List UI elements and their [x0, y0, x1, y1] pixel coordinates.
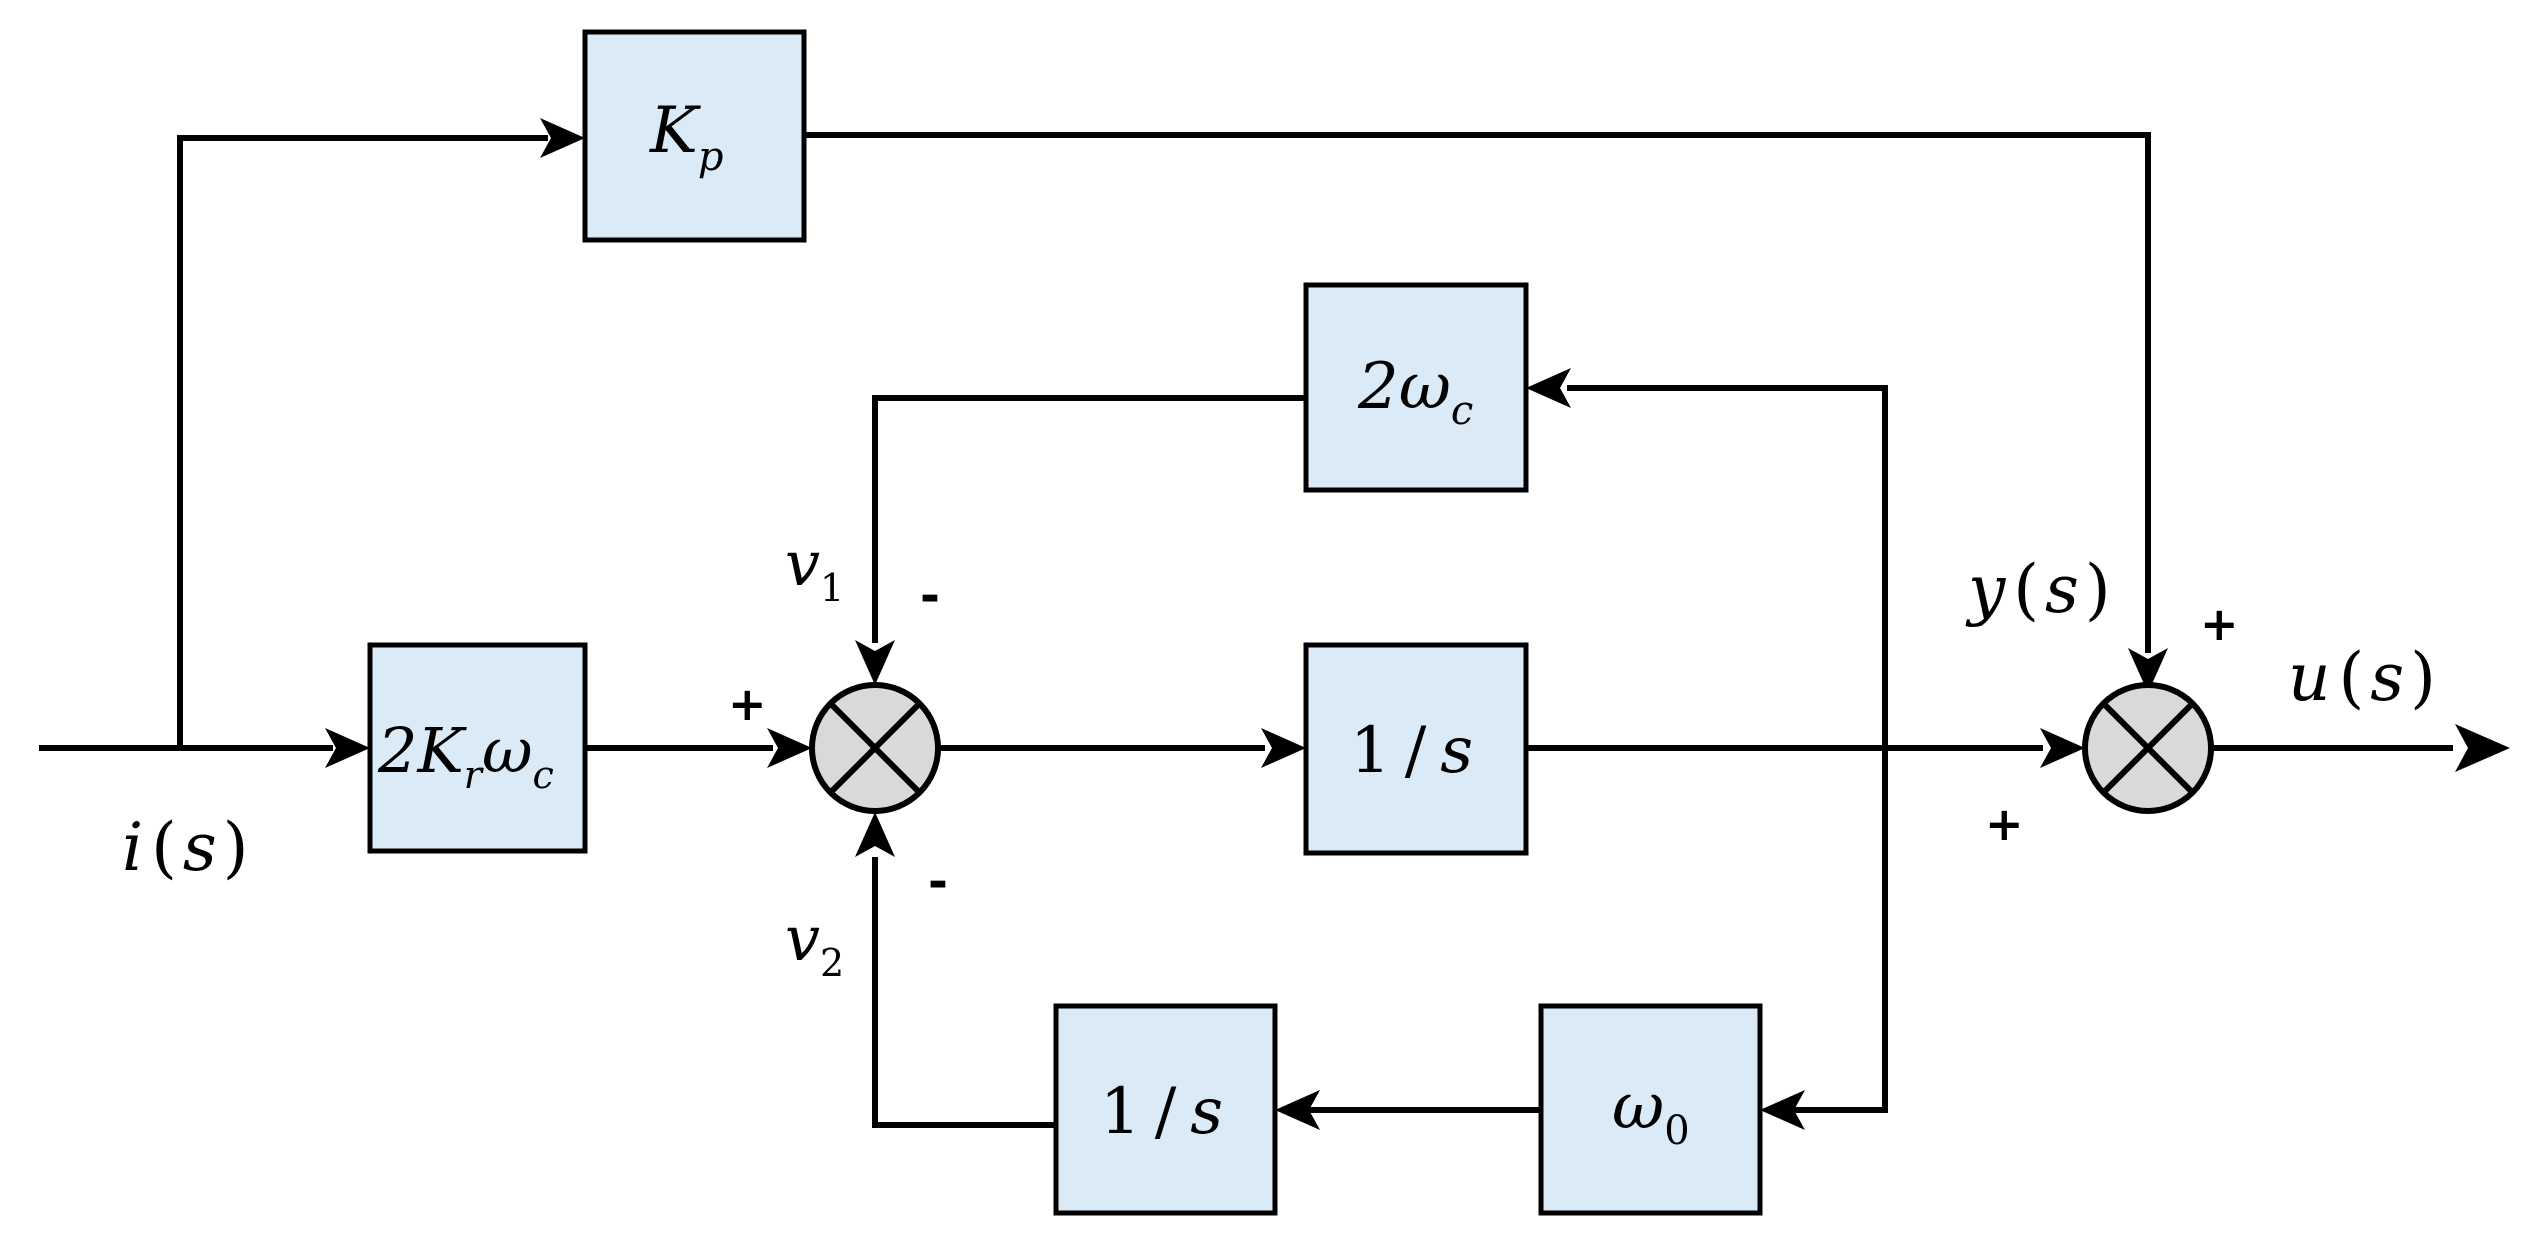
- block-2wc: 2ωc: [1303, 282, 1529, 493]
- sign-sum1-top: -: [920, 568, 940, 624]
- block-kp-rect: [582, 29, 807, 243]
- arrow-into-sum1-bottom: [855, 812, 895, 857]
- integrator-feedback-var: s: [1190, 1075, 1223, 1149]
- block-w0: ω0: [1538, 1003, 1763, 1216]
- arrowheads: [325, 118, 2510, 1130]
- summing-junction-2: [2082, 682, 2214, 814]
- signal-input-label: i(s): [122, 809, 248, 886]
- signal-v2-label: v2: [785, 902, 844, 985]
- integrator-main-num: 1: [1350, 714, 1391, 788]
- svg-text:1/s: 1/s: [1350, 714, 1473, 788]
- svg-text:ω0: ω0: [1612, 1070, 1690, 1154]
- arrow-into-sum1-left: [767, 728, 812, 768]
- wire-2wc-to-sum1: [872, 395, 1309, 643]
- signal-v1-label: v1: [785, 527, 844, 610]
- integrator-feedback-num: 1: [1100, 1075, 1141, 1149]
- arrow-into-sum2-left: [2040, 728, 2085, 768]
- two-omega-c-sub: c: [1451, 388, 1473, 434]
- wire-kp-to-sum2: [801, 132, 2151, 653]
- omega-0-main: ω: [1612, 1070, 1664, 1144]
- arrow-into-sum1-top: [855, 640, 895, 685]
- arrow-into-feedback-integrator: [1275, 1090, 1320, 1130]
- block-integrator-main: 1/s: [1303, 642, 1529, 856]
- wire-integrator-to-sum1: [872, 857, 1059, 1128]
- sign-sum1-bottom: -: [928, 854, 948, 910]
- block-2wc-rect: [1303, 282, 1529, 493]
- integrator-main-var: s: [1440, 714, 1473, 788]
- summing-junction-1: [809, 682, 941, 814]
- gain-lead: 2K: [377, 714, 467, 787]
- gain-sub2: c: [533, 753, 554, 797]
- two-omega-c-lead: 2ω: [1357, 350, 1451, 424]
- gain-sub1: r: [464, 753, 485, 797]
- integrator-feedback-slash: /: [1155, 1075, 1177, 1149]
- omega-0-sub: 0: [1664, 1108, 1689, 1154]
- kp-main: K: [649, 94, 701, 168]
- kp-sub: p: [698, 134, 724, 180]
- signal-output-label: u(s): [2288, 639, 2436, 716]
- wire-branch-to-kp: [177, 135, 548, 751]
- svg-text:1/s: 1/s: [1100, 1075, 1223, 1149]
- block-integrator-feedback: 1/s: [1053, 1003, 1278, 1216]
- block-kp: Kp: [582, 29, 807, 243]
- sign-sum2-top: +: [2200, 597, 2239, 651]
- svg-text:2ωc: 2ωc: [1357, 350, 1473, 434]
- arrow-into-2wc: [1526, 368, 1571, 408]
- block-gain-rect: [367, 642, 588, 854]
- svg-text:Kp: Kp: [649, 94, 723, 180]
- integrator-main-slash: /: [1405, 714, 1427, 788]
- arrow-into-sum2-top: [2128, 648, 2168, 693]
- signal-y-label: y(s): [1965, 551, 2111, 628]
- block-integrator-main-rect: [1303, 642, 1529, 856]
- block-w0-rect: [1538, 1003, 1763, 1216]
- arrow-into-integrator: [1261, 728, 1306, 768]
- arrow-into-gain: [325, 728, 370, 768]
- sign-sum2-left: +: [1985, 797, 2024, 851]
- arrow-output: [2455, 724, 2510, 772]
- svg-text:2Krωc: 2Krωc: [377, 714, 554, 797]
- wires: [39, 132, 2453, 1128]
- block-integrator-feedback-rect: [1053, 1003, 1278, 1216]
- gain-mid: ω: [482, 714, 533, 787]
- block-gain: 2Krωc: [367, 642, 588, 854]
- sign-sum1-left: +: [728, 677, 767, 731]
- arrow-into-w0: [1760, 1090, 1805, 1130]
- arrow-into-kp: [540, 118, 585, 158]
